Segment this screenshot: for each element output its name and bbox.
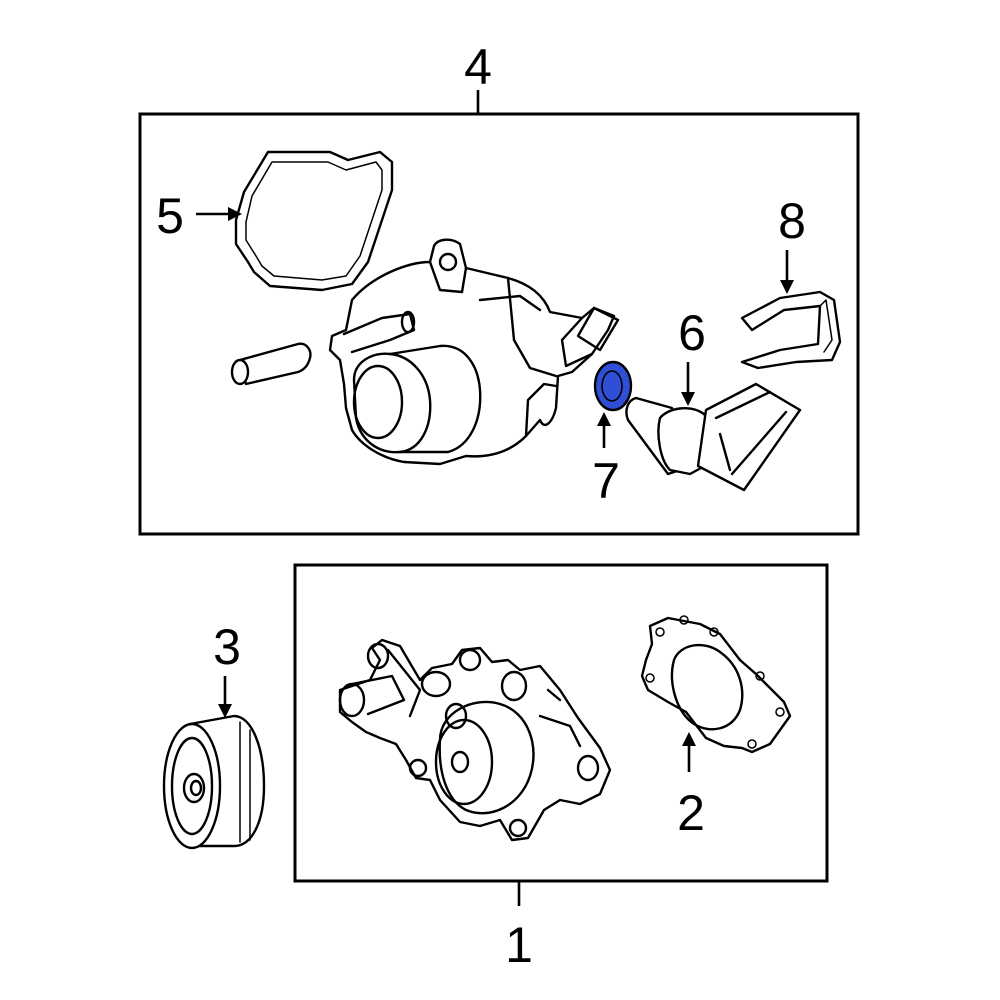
callout-8-arrowhead — [780, 280, 794, 294]
callout-2-arrowhead — [682, 732, 696, 746]
water-pump-frame — [293, 563, 829, 883]
callout-7-label[interactable]: 7 — [592, 453, 620, 509]
callout-4-label[interactable]: 4 — [464, 39, 492, 95]
water-pump-gasket[interactable] — [640, 615, 792, 754]
callout-5-label[interactable]: 5 — [156, 188, 184, 244]
sensor-retaining-clip[interactable] — [740, 290, 842, 370]
thermostat-housing[interactable] — [328, 238, 620, 466]
housing-gasket[interactable] — [234, 150, 394, 292]
callout-2-label[interactable]: 2 — [677, 785, 705, 841]
callout-5-arrowhead — [228, 207, 242, 221]
housing-bolt[interactable] — [230, 342, 312, 386]
water-pump-pulley[interactable] — [162, 714, 266, 850]
coolant-temperature-sensor[interactable] — [625, 382, 802, 492]
callout-3-label[interactable]: 3 — [213, 619, 241, 675]
callout-7-arrowhead — [597, 412, 611, 426]
callout-8-label[interactable]: 8 — [778, 193, 806, 249]
callout-1-label[interactable]: 1 — [505, 917, 533, 973]
callout-3-arrowhead — [218, 704, 232, 718]
callout-6-arrowhead — [681, 392, 695, 406]
sensor-o-ring[interactable] — [593, 360, 633, 412]
water-pump[interactable] — [338, 638, 612, 842]
thermostat-housing-frame — [138, 112, 860, 536]
callout-6-label[interactable]: 6 — [678, 305, 706, 361]
